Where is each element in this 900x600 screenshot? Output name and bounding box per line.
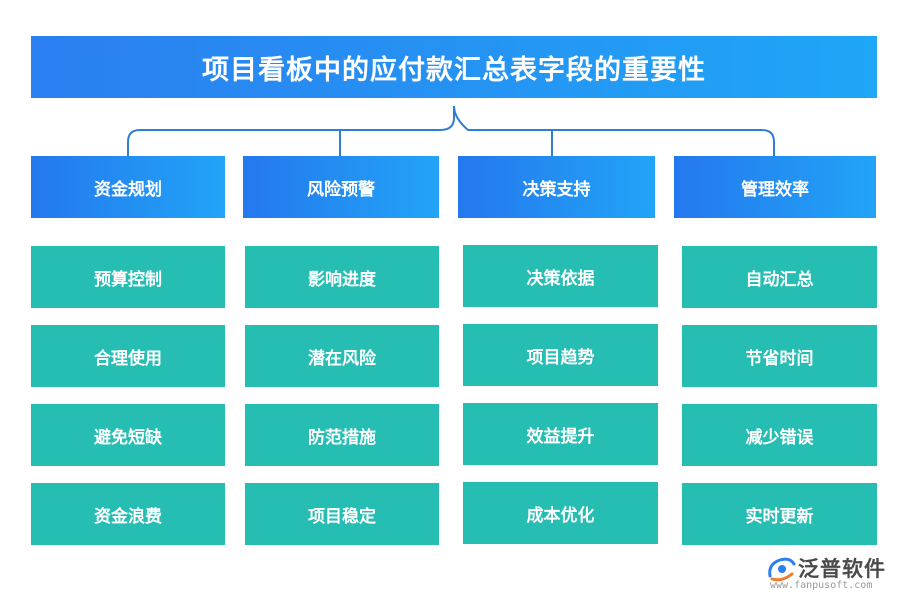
list-item: 合理使用 — [31, 325, 225, 387]
connector-bracket — [127, 105, 775, 156]
category-management-efficiency: 管理效率 — [674, 156, 876, 218]
list-item: 项目稳定 — [245, 483, 439, 545]
category-funding-planning: 资金规划 — [31, 156, 225, 218]
diagram-title: 项目看板中的应付款汇总表字段的重要性 — [31, 36, 877, 98]
category-risk-warning: 风险预警 — [243, 156, 439, 218]
list-item: 决策依据 — [463, 245, 658, 307]
brand-logo: 泛普软件 www.fanpusoft.com — [758, 548, 898, 598]
list-item: 预算控制 — [31, 246, 225, 308]
list-item: 成本优化 — [463, 482, 658, 544]
list-item: 资金浪费 — [31, 483, 225, 545]
list-item: 实时更新 — [682, 483, 877, 545]
list-item: 防范措施 — [245, 404, 439, 466]
list-item: 潜在风险 — [245, 325, 439, 387]
category-decision-support: 决策支持 — [458, 156, 655, 218]
list-item: 减少错误 — [682, 404, 877, 466]
fanpu-logo-icon — [768, 557, 796, 582]
list-item: 避免短缺 — [31, 404, 225, 466]
list-item: 项目趋势 — [463, 324, 658, 386]
list-item: 自动汇总 — [682, 246, 877, 308]
list-item: 节省时间 — [682, 325, 877, 387]
list-item: 影响进度 — [245, 246, 439, 308]
brand-name: 泛普软件 — [798, 557, 886, 581]
list-item: 效益提升 — [463, 403, 658, 465]
brand-url: www.fanpusoft.com — [770, 580, 873, 591]
